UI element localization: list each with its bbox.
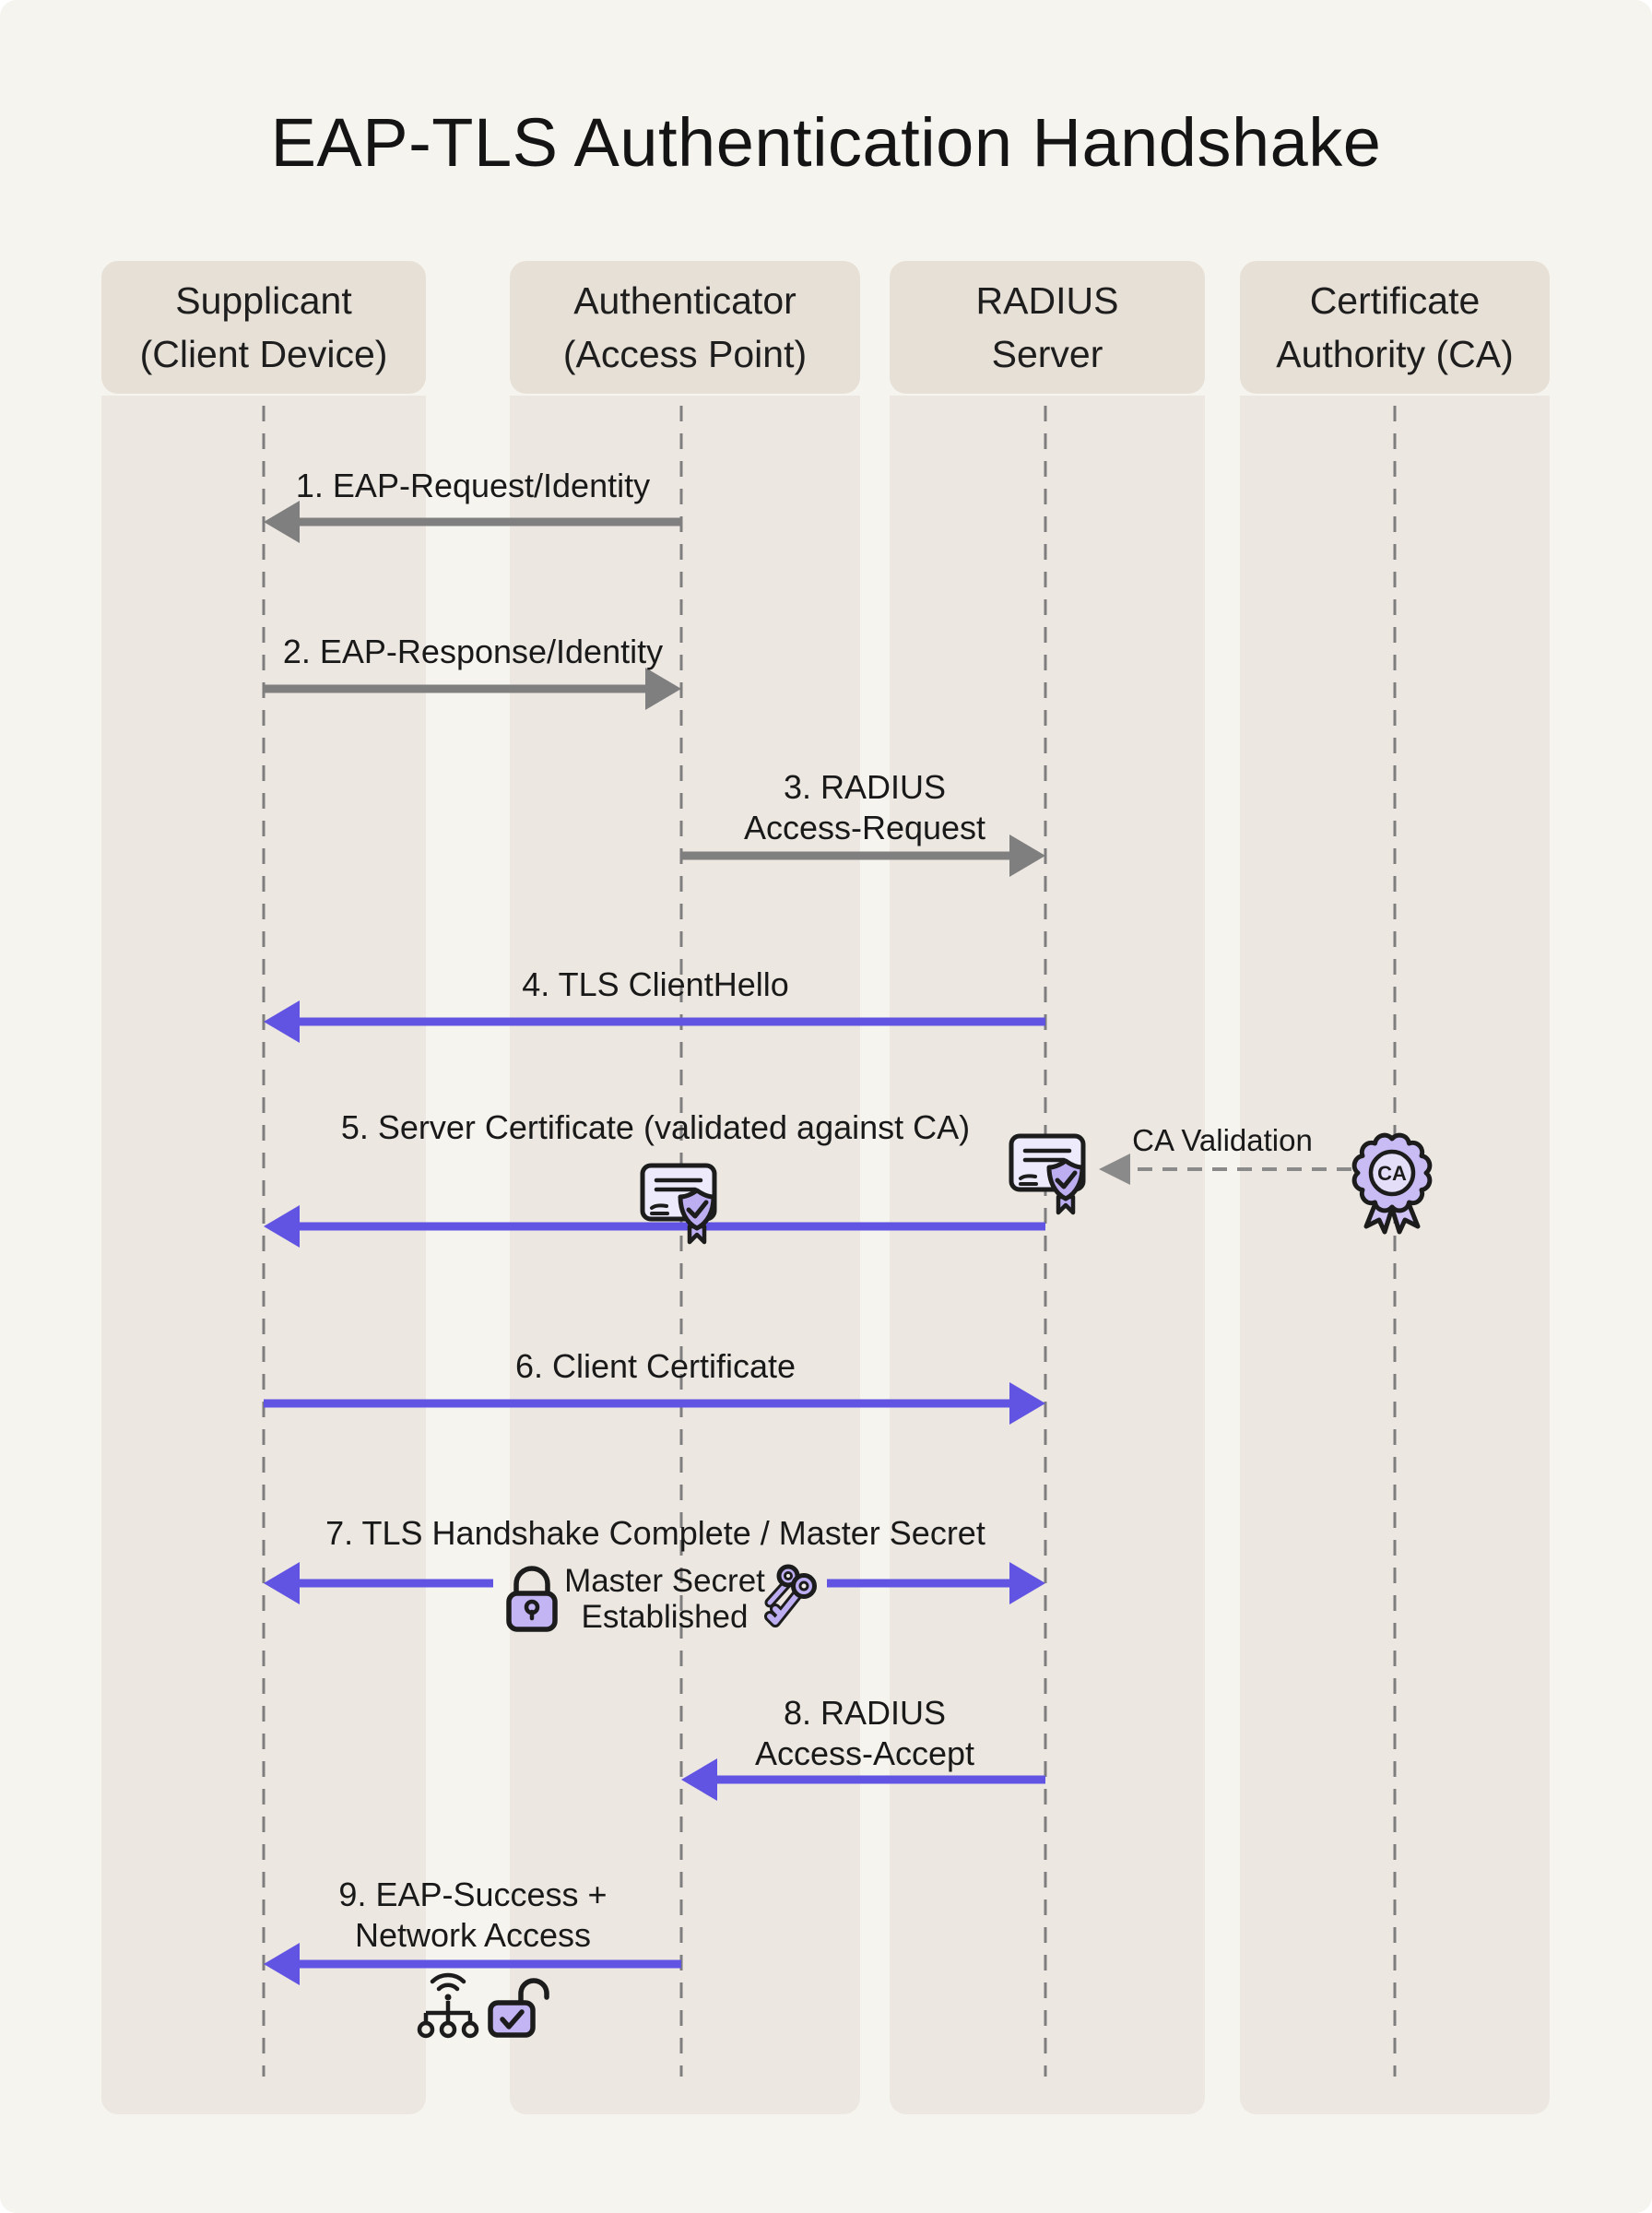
message-3-arrow [681,834,1045,877]
message-9-arrow [264,1943,681,1985]
actor-label: Certificate Authority (CA) [1276,279,1514,375]
message-1-arrow [264,501,681,543]
actor-label: Supplicant (Client Device) [139,279,388,375]
actor-label: Authenticator (Access Point) [562,279,808,375]
certificate-icon [1009,1133,1086,1215]
master-secret-note: Master Secret Established [564,1563,765,1635]
actor-header-authenticator: Authenticator (Access Point) [510,261,860,394]
ca-badge-label: CA [1377,1162,1407,1185]
message-4-label: 4. TLS ClientHello [522,965,789,1003]
ca-badge-icon: CA [1351,1132,1433,1235]
network-icon [417,1972,479,2039]
lock-icon [506,1566,558,1632]
lane-radius [890,396,1205,2114]
message-7-arrow [264,1562,1045,1604]
message-8-arrow [681,1758,1045,1801]
message-7-label: 7. TLS Handshake Complete / Master Secre… [325,1514,985,1552]
lane-authenticator [510,396,860,2114]
message-2-arrow [264,668,681,710]
message-9-label: 9. EAP-Success + Network Access [338,1876,608,1954]
unlock-check-icon [488,1978,549,2038]
actor-header-supplicant: Supplicant (Client Device) [101,261,426,394]
message-1-label: 1. EAP-Request/Identity [295,467,651,504]
actor-header-radius: RADIUS Server [890,261,1205,394]
message-6-label: 6. Client Certificate [514,1347,796,1385]
page-title: EAP-TLS Authentication Handshake [270,104,1382,181]
certificate-icon [640,1163,717,1245]
message-5-arrow [264,1205,1045,1248]
keys-icon [764,1564,817,1627]
message-4-arrow [264,1000,1045,1043]
actor-label: RADIUS Server [975,279,1119,375]
message-5-label: 5. Server Certificate (validated against… [340,1108,971,1146]
message-8-label: 8. RADIUS Access-Accept [754,1694,975,1772]
message-2-label: 2. EAP-Response/Identity [282,633,664,670]
message-3-label: 3. RADIUS Access-Request [743,768,986,846]
ca-validation-label: CA Validation [1132,1123,1313,1157]
message-6-arrow [264,1382,1045,1425]
actor-header-ca: Certificate Authority (CA) [1240,261,1550,394]
ca-validation-arrow [1099,1154,1351,1185]
